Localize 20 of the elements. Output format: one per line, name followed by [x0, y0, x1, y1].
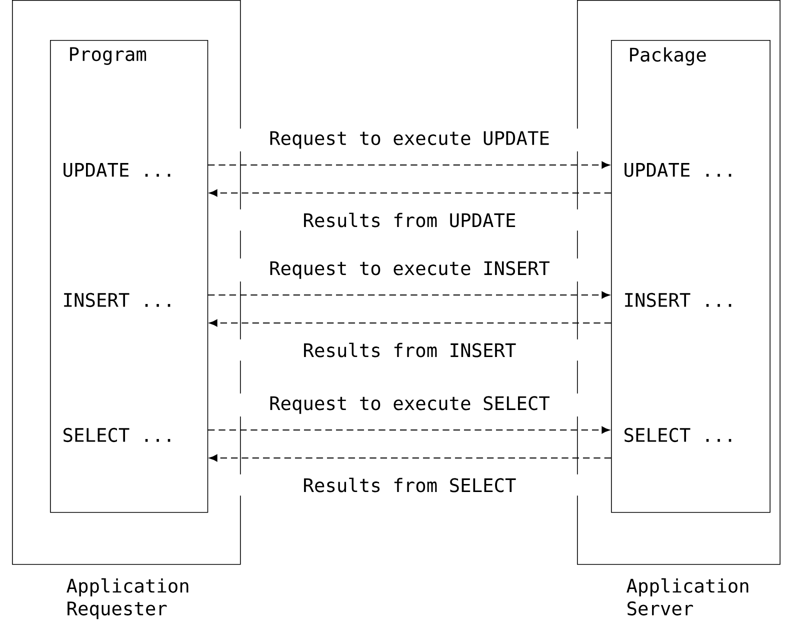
- edge-label: Results from SELECT: [304, 478, 516, 492]
- edge-label: Request to execute UPDATE: [270, 131, 549, 149]
- dashed-arrow: [209, 319, 612, 327]
- node-label: Application Requester: [66, 578, 188, 620]
- statement-text: INSERT ...: [64, 292, 170, 308]
- statement-text: UPDATE ...: [64, 163, 170, 177]
- dashed-arrow: [208, 291, 610, 299]
- statement-text: UPDATE ...: [624, 163, 732, 177]
- edge-label: Results from UPDATE: [304, 212, 516, 228]
- edge-label: Request to execute SELECT: [270, 396, 550, 414]
- node-label: Application Server: [626, 578, 748, 616]
- dashed-arrow: [208, 161, 610, 169]
- edge-label: Request to execute INSERT: [270, 261, 550, 279]
- dashed-arrow: [209, 454, 612, 462]
- dashed-arrow: [209, 189, 612, 197]
- statement-text: SELECT ...: [624, 428, 732, 442]
- dashed-arrow: [208, 426, 610, 434]
- statement-text: SELECT ...: [64, 428, 170, 442]
- statement-text: INSERT ...: [625, 292, 732, 308]
- edge-label: Results from INSERT: [304, 342, 516, 358]
